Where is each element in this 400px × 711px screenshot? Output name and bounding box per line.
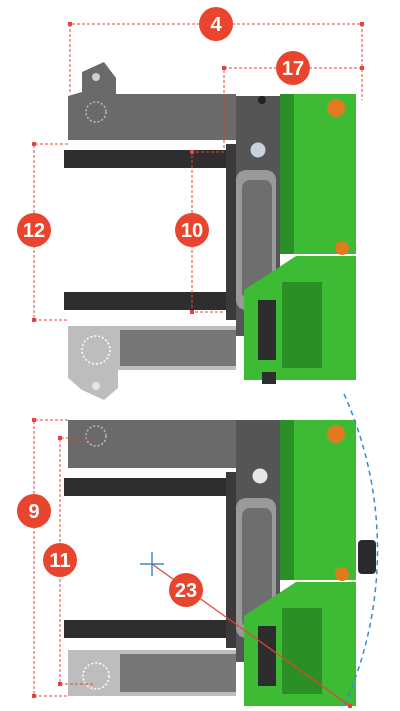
bottom-wheel-orange-lower <box>335 567 349 581</box>
badge-fork-spread-inner-label: 10 <box>181 220 203 242</box>
badge-fork-tip-to-mast: 17 <box>276 51 310 85</box>
bottom-lower-wheel <box>82 662 110 690</box>
bottom-fork-carriage <box>226 472 236 648</box>
top-wheel-orange-lower <box>335 241 349 255</box>
bottom-truck-view <box>64 420 376 706</box>
bottom-steering-knob <box>358 540 376 574</box>
badge-overall-length: 4 <box>199 7 233 41</box>
top-control-panel <box>282 282 322 368</box>
top-wheel-orange-upper <box>327 99 345 117</box>
top-mast-bolt <box>258 96 266 104</box>
top-wheel-rear <box>262 372 276 384</box>
bottom-upper-wheel <box>85 425 107 447</box>
top-upper-pin <box>92 73 100 81</box>
bottom-side-panel <box>258 626 276 686</box>
top-lower-pin <box>92 382 100 390</box>
badge-turning-radius-label: 23 <box>175 580 197 602</box>
badge-fork-spread-outer-label: 12 <box>23 220 45 242</box>
top-lower-wheel <box>81 335 111 365</box>
bottom-chassis-shade <box>280 420 294 580</box>
top-mast-roller <box>249 141 267 159</box>
top-fork-carriage <box>226 144 236 320</box>
badge-inner-width: 11 <box>43 543 77 577</box>
badge-inner-width-label: 11 <box>49 550 70 572</box>
dimension-markers <box>32 22 364 708</box>
bottom-upper-leg <box>68 420 236 468</box>
badge-turning-radius: 23 <box>169 573 203 607</box>
badge-overall-width-label: 9 <box>28 501 39 523</box>
badge-overall-width: 9 <box>17 494 51 528</box>
top-mast-inner2 <box>242 180 272 300</box>
bottom-lower-leg-shade <box>120 654 236 692</box>
bottom-control-panel <box>282 608 322 694</box>
top-chassis-shade <box>280 94 294 254</box>
badge-fork-spread-outer: 12 <box>17 213 51 247</box>
bottom-upper-fork <box>64 478 230 496</box>
top-upper-leg <box>68 62 236 140</box>
top-upper-fork <box>64 150 230 168</box>
badge-overall-length-label: 4 <box>210 14 222 36</box>
bottom-wheel-orange-upper <box>327 425 345 443</box>
top-truck-view <box>64 62 356 400</box>
badge-fork-spread-inner: 10 <box>175 213 209 247</box>
top-upper-wheel <box>85 101 107 123</box>
bottom-lower-fork <box>64 620 230 638</box>
badge-fork-tip-to-mast-label: 17 <box>282 58 304 80</box>
bottom-mast-inner2 <box>242 508 272 628</box>
top-side-panel <box>258 300 276 360</box>
bottom-mast-roller <box>251 467 269 485</box>
top-lower-fork <box>64 292 230 310</box>
top-lower-leg-shade <box>120 330 236 366</box>
